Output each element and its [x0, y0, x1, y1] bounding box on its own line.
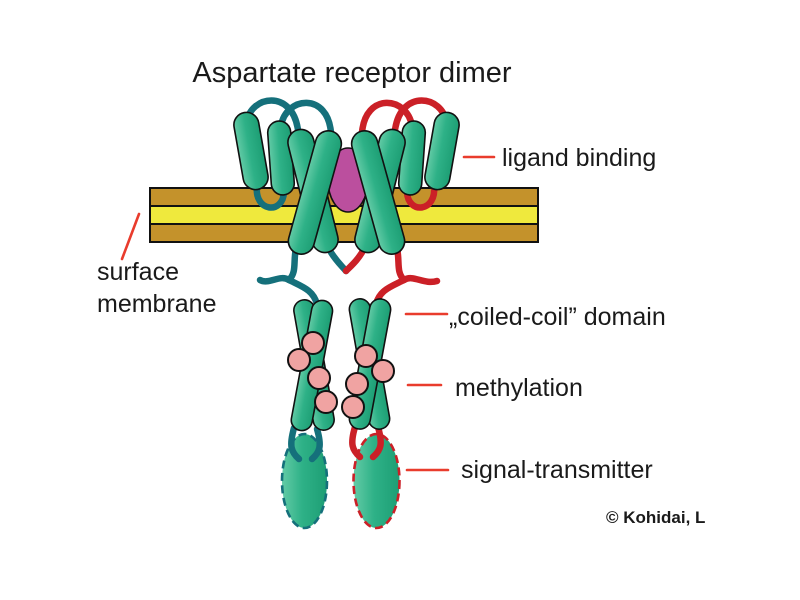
- right-bottom-strand-1: [349, 423, 364, 461]
- right-periplasmic-u-loop: [403, 182, 438, 211]
- methylation-site: [314, 390, 338, 414]
- right-bottom-strand-2: [369, 423, 384, 461]
- right-monomer-helices: [350, 111, 460, 255]
- left-bottom-strand-1: [288, 424, 303, 463]
- methylation-sites: [287, 331, 395, 419]
- left-monomer-helices: [233, 111, 343, 255]
- left-cytoplasmic-linker-3: [285, 276, 321, 308]
- right-transmembrane-helix-2: [350, 130, 406, 255]
- label-coiled-coil-domain: „coiled-coil” domain: [449, 303, 666, 331]
- left-periplasmic-u-loop: [253, 182, 288, 211]
- left-top-loop-2: [277, 99, 335, 137]
- surface-membrane-pointer-line: [120, 212, 141, 261]
- right-top-loop-2: [358, 99, 416, 137]
- membrane-inner-leaflet: [149, 223, 539, 243]
- label-surface-membrane-line1: surface: [97, 258, 179, 286]
- methylation-site: [287, 348, 311, 372]
- label-ligand-binding: ligand binding: [502, 144, 656, 172]
- methylation-site: [301, 331, 325, 355]
- methylation-site: [307, 366, 331, 390]
- methylation-site: [345, 372, 369, 396]
- left-cytoplasmic-linker-4: [325, 245, 350, 275]
- right-periplasmic-helix-1: [424, 111, 460, 191]
- label-surface-membrane-line2: membrane: [97, 290, 217, 318]
- left-transmembrane-helix-2: [287, 130, 343, 255]
- methylation-site: [354, 344, 378, 368]
- left-cytoplasmic-linker-2: [256, 274, 293, 285]
- methylation-site: [371, 359, 395, 383]
- right-cytoplasmic-linker-2: [400, 274, 441, 286]
- left-bottom-strand-2: [308, 425, 323, 463]
- pointer-lines: [120, 155, 496, 472]
- methylation-site: [341, 395, 365, 419]
- left-periplasmic-helix-1: [233, 111, 269, 191]
- copyright-credit: © Kohidai, L: [606, 508, 705, 527]
- label-methylation: methylation: [455, 374, 583, 402]
- label-signal-transmitter: signal-transmitter: [461, 456, 653, 484]
- diagram-title: Aspartate receptor dimer: [192, 57, 511, 89]
- surface-membrane: [149, 187, 539, 243]
- bottom-connector-strands: [288, 423, 384, 463]
- right-cytoplasmic-linker-4: [342, 245, 368, 275]
